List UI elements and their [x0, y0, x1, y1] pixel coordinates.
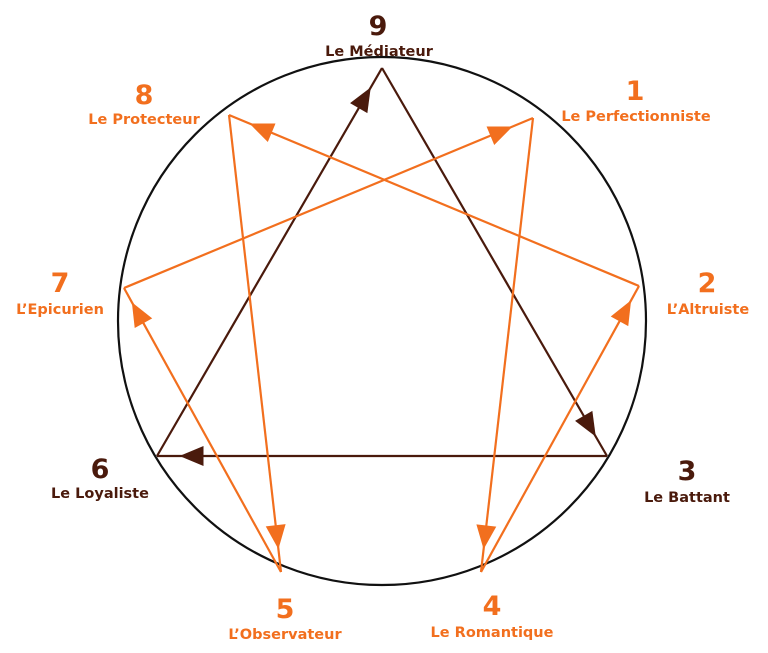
type-2-name: L’Altruiste — [667, 302, 750, 318]
arrowhead-7-to-1 — [486, 126, 513, 145]
type-8-name: Le Protecteur — [88, 112, 200, 128]
type-4-number: 4 — [483, 591, 502, 622]
type-6-number: 6 — [91, 454, 110, 485]
arrowhead-1-to-4 — [476, 524, 497, 550]
type-1-number: 1 — [626, 76, 645, 107]
line-9-to-3 — [381, 67, 608, 457]
arrowhead-6-to-9 — [350, 87, 371, 114]
line-4-to-2 — [480, 285, 640, 573]
type-3-name: Le Battant — [644, 490, 730, 506]
arrowhead-2-to-8 — [249, 123, 276, 143]
type-4-name: Le Romantique — [431, 625, 554, 641]
type-5-number: 5 — [276, 594, 295, 625]
type-7-name: L’Epicurien — [16, 302, 104, 318]
type-7-number: 7 — [51, 268, 70, 299]
type-6-name: Le Loyaliste — [51, 486, 149, 502]
arrowhead-8-to-5 — [265, 524, 286, 550]
type-9-name: Le Médiateur — [325, 44, 434, 60]
arrowhead-3-to-6 — [179, 446, 204, 466]
connection-arrows — [131, 87, 632, 550]
line-1-to-4 — [479, 117, 535, 573]
connection-lines — [123, 67, 640, 573]
arrowhead-9-to-3 — [575, 410, 596, 437]
type-2-number: 2 — [698, 268, 717, 299]
line-8-to-5 — [227, 114, 283, 573]
type-9-number: 9 — [369, 11, 388, 42]
arrowhead-4-to-2 — [610, 300, 632, 327]
enneagram-circle — [116, 55, 648, 587]
type-3-number: 3 — [678, 456, 697, 487]
line-2-to-8 — [228, 113, 640, 288]
type-1-name: Le Perfectionniste — [561, 109, 711, 125]
type-8-number: 8 — [135, 80, 154, 111]
arrowhead-5-to-7 — [131, 302, 153, 329]
line-5-to-7 — [123, 287, 282, 573]
line-7-to-1 — [123, 116, 534, 290]
type-5-name: L’Observateur — [228, 627, 342, 643]
line-6-to-9 — [156, 67, 383, 457]
